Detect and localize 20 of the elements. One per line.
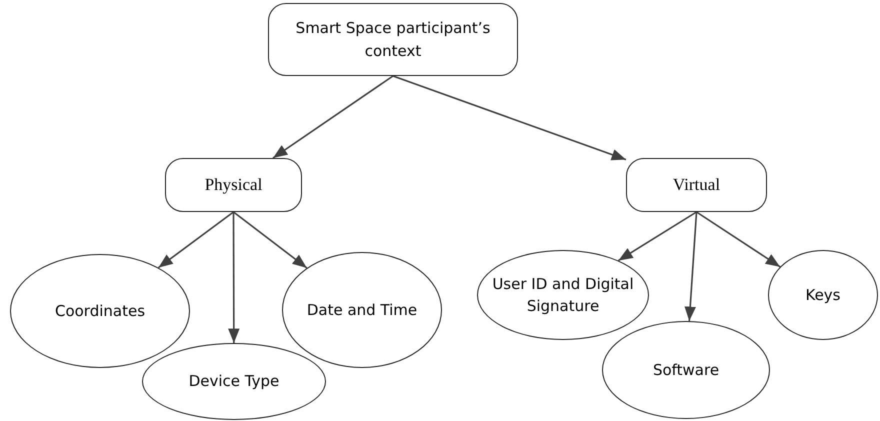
arrow [233,211,308,269]
rounded-box [626,158,767,212]
node-label: Date and Time [306,300,418,321]
node-label: Smart Space participant’s context [294,18,492,62]
arrow [158,211,234,268]
arrow [272,75,394,159]
arrow [228,212,240,343]
arrow [392,75,626,160]
rounded-box [165,158,302,212]
node-label: Physical [204,174,262,196]
node-label: Device Type [188,371,280,392]
node-label: Coordinates [54,300,146,322]
node-label: User ID and Digital Signature [491,274,635,317]
node-label: Virtual [672,174,720,196]
arrow [684,212,698,322]
node-label: Software [652,360,720,381]
arrow [696,211,781,268]
node-label: Keys [805,284,840,306]
arrow [618,211,697,262]
rounded-box [268,3,518,76]
